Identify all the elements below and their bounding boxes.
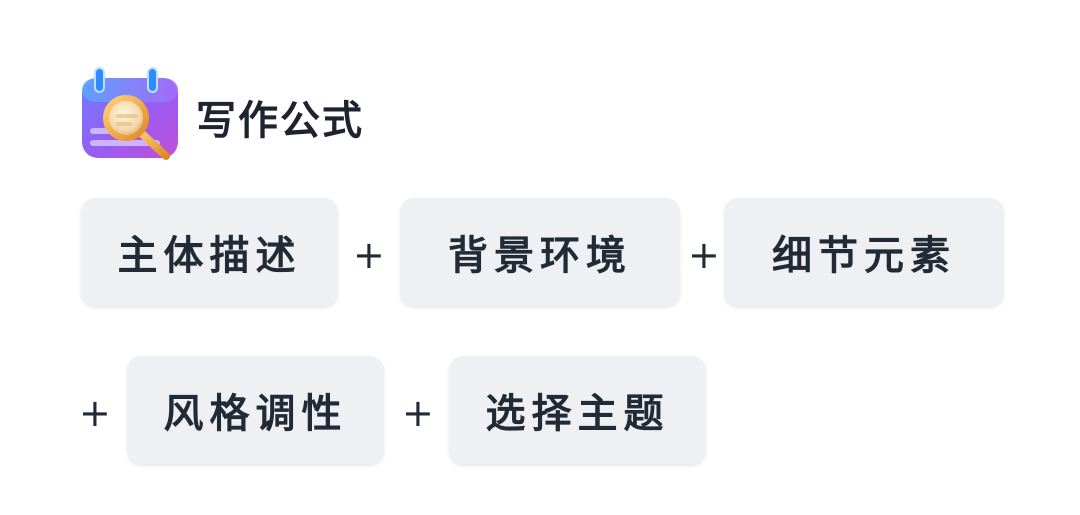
plus-operator: + <box>402 391 434 435</box>
plus-operator: + <box>79 391 111 435</box>
formula-item-background: 背景环境 <box>400 198 680 306</box>
formula-item-style: 风格调性 <box>127 356 384 464</box>
formula-item-theme: 选择主题 <box>449 356 706 464</box>
formula-item-subject: 主体描述 <box>81 198 338 306</box>
formula-item-details: 细节元素 <box>724 198 1004 306</box>
plus-operator: + <box>688 233 720 277</box>
calendar-magnifier-icon <box>78 64 182 168</box>
page-title: 写作公式 <box>196 98 364 144</box>
plus-operator: + <box>353 233 385 277</box>
